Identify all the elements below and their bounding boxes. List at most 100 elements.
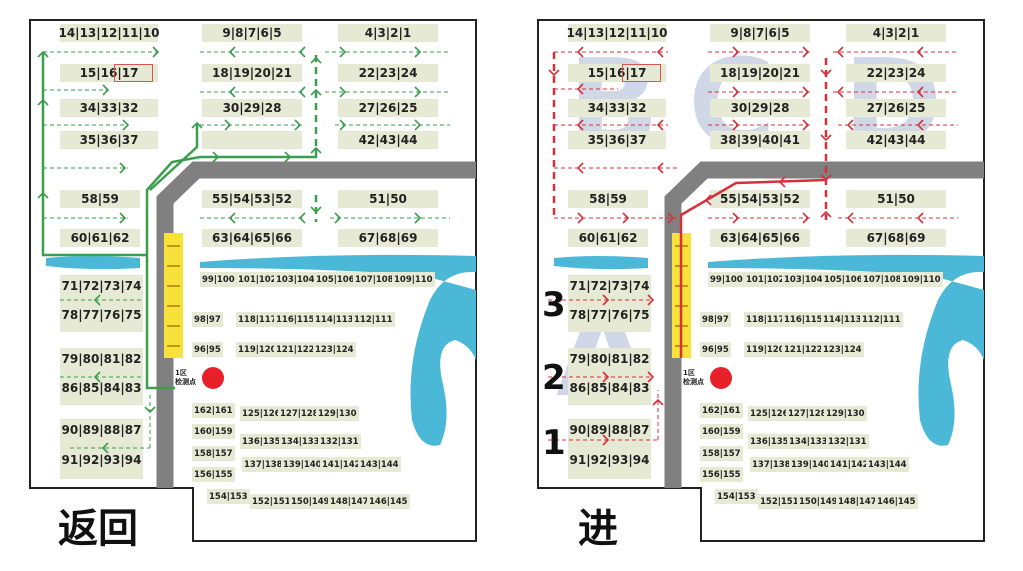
stall-block: 15|16|17: [60, 64, 158, 82]
small-stall: 160|159: [700, 424, 743, 439]
small-stall: 132|131: [826, 434, 869, 449]
river-right: [708, 254, 984, 446]
stall-row-label: 78|77|76|75: [569, 308, 650, 322]
stall-block: 27|26|25: [846, 99, 946, 117]
small-stall: 134|133: [787, 434, 830, 449]
stall-block: 67|68|69: [338, 229, 438, 247]
stall-block: 9|8|7|6|5: [202, 24, 302, 42]
arrow-icon: [298, 212, 306, 224]
small-stall: 154|153: [715, 489, 758, 504]
small-stall: 103|104: [782, 272, 825, 287]
route-overlay: [37, 46, 450, 454]
small-stall: 112|111: [352, 312, 395, 327]
arrow-icon: [310, 206, 322, 214]
small-stall: 137|138: [750, 457, 793, 472]
small-stall: 158|157: [192, 446, 235, 461]
arrow-icon: [602, 294, 610, 306]
arrow-icon: [576, 46, 584, 58]
stall-block: 27|26|25: [338, 99, 438, 117]
small-stall: 116|115: [274, 312, 317, 327]
stall-row-label: 86|85|84|83: [569, 381, 650, 395]
stall-row-label: 91|92|93|94: [61, 453, 142, 467]
small-stall: 109|110: [392, 272, 435, 287]
stall-block: 51|50: [338, 190, 438, 208]
arrow-icon: [647, 294, 655, 306]
arrow-icon: [916, 212, 924, 224]
small-stall: 129|130: [316, 406, 359, 421]
arrow-icon: [820, 69, 832, 77]
route-overlay: [548, 46, 958, 446]
stall-block: 63|64|65|66: [710, 229, 810, 247]
stall-block: 14|13|12|11|10: [566, 24, 668, 42]
step-number: 3: [542, 285, 566, 325]
small-stall: 137|138: [242, 457, 285, 472]
small-stall: 99|100: [200, 272, 237, 287]
arrow-icon: [622, 212, 630, 224]
small-stall: 101|102: [744, 272, 787, 287]
arrow-icon: [310, 88, 322, 96]
arrow-icon: [576, 162, 584, 174]
small-stall: 146|145: [875, 494, 918, 509]
stall-block: 9|8|7|6|5: [710, 24, 810, 42]
river-left: [554, 256, 648, 270]
arrow-icon: [732, 212, 740, 224]
stall-row-label: 91|92|93|94: [569, 453, 650, 467]
arrow-icon: [820, 134, 832, 142]
stall-block: 30|29|28: [710, 99, 810, 117]
small-stall: 98|97: [192, 312, 223, 327]
arrow-icon: [704, 194, 712, 206]
small-stall: 150|149: [289, 494, 332, 509]
small-stall: 154|153: [207, 489, 250, 504]
small-stall: 101|102: [236, 272, 279, 287]
small-stall: 134|133: [279, 434, 322, 449]
arrow-icon: [548, 69, 560, 77]
stall-block: 18|19|20|21: [202, 64, 302, 82]
arrow-icon: [102, 84, 110, 96]
arrow-icon: [334, 212, 342, 224]
arrow-up-icon: [191, 121, 203, 129]
stall-block: 58|59: [568, 190, 648, 208]
arrow-icon: [212, 151, 220, 163]
small-stall: 112|111: [860, 312, 903, 327]
small-stall: 125|126: [748, 406, 791, 421]
arrow-icon: [802, 119, 810, 131]
arrow-icon: [122, 119, 130, 131]
arrow-up-icon: [37, 191, 49, 199]
small-stall: 121|122: [782, 342, 825, 357]
small-stall: 127|128: [786, 406, 829, 421]
small-stall: 103|104: [274, 272, 317, 287]
small-stall: 160|159: [192, 424, 235, 439]
small-stall: 141|142: [828, 457, 871, 472]
arrow-icon: [119, 212, 127, 224]
return-route-branch: [145, 148, 318, 255]
small-stall: 156|155: [700, 467, 743, 482]
stall-block: 34|33|32: [568, 99, 666, 117]
arrow-icon: [284, 151, 292, 163]
small-stall: 114|113: [313, 312, 356, 327]
arrow-icon: [916, 46, 924, 58]
stall-block: 15|16|17: [568, 64, 666, 82]
arrow-icon: [802, 46, 810, 58]
arrow-icon: [298, 86, 306, 98]
small-stall: 121|122: [274, 342, 317, 357]
small-stall: 125|126: [240, 406, 283, 421]
arrow-icon: [576, 119, 584, 131]
stall-block: 22|23|24: [846, 64, 946, 82]
stall-block: 30|29|28: [202, 99, 302, 117]
stall-block: 42|43|44: [338, 131, 438, 149]
small-stall: 116|115: [782, 312, 825, 327]
small-stall: 119|120: [744, 342, 787, 357]
arrow-icon: [414, 212, 422, 224]
small-stall: 141|142: [320, 457, 363, 472]
arrow-icon: [732, 86, 740, 98]
small-stall: 156|155: [192, 467, 235, 482]
small-stall: 139|140: [789, 457, 832, 472]
arrow-icon: [820, 210, 832, 218]
stall-block: [202, 131, 302, 149]
stall-block: 67|68|69: [846, 229, 946, 247]
small-stall: 105|106: [314, 272, 357, 287]
arrow-icon: [916, 119, 924, 131]
checkpoint-marker: [710, 367, 732, 389]
stall-row-label: 71|72|73|74: [569, 279, 650, 293]
